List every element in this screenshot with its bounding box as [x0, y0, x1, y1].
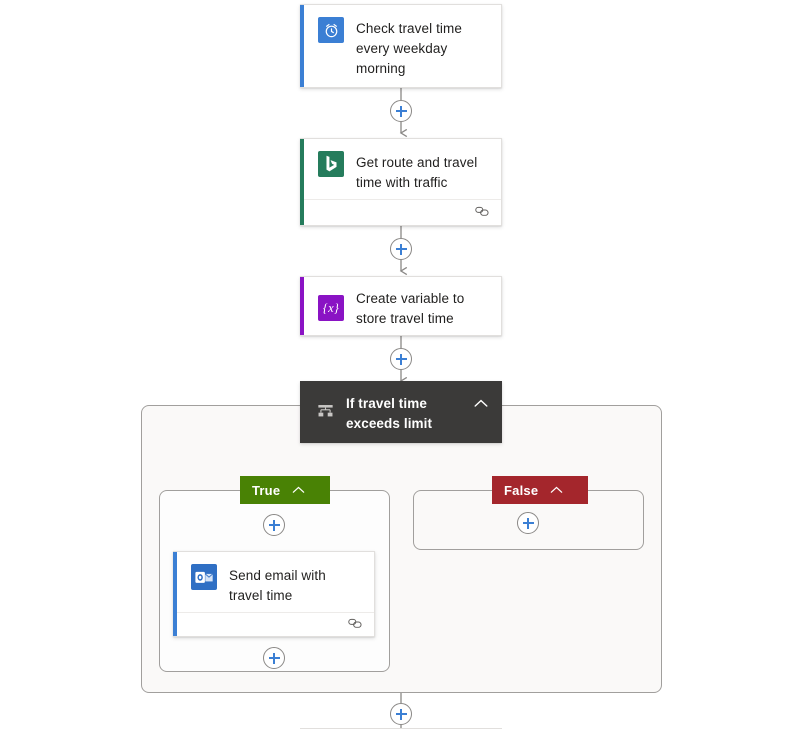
condition-header-if-travel-time-exceeds-limit[interactable]: If travel time exceeds limit [300, 381, 502, 443]
card-accent-bar [300, 277, 304, 335]
action-card-title: Create variable to store travel time [356, 291, 465, 326]
condition-title: If travel time exceeds limit [346, 396, 433, 431]
action-card-title: Get route and travel time with traffic [356, 155, 478, 190]
card-accent-bar [300, 139, 304, 225]
trigger-card-title: Check travel time every weekday morning [356, 21, 462, 76]
add-step-after-condition[interactable] [390, 703, 412, 725]
add-step-true-branch-top[interactable] [263, 514, 285, 536]
action-card-title: Send email with travel time [229, 568, 326, 603]
next-card-partial [300, 728, 502, 730]
chevron-up-icon[interactable] [474, 393, 490, 413]
false-branch-label[interactable]: False [492, 476, 588, 504]
false-branch-text: False [504, 482, 539, 498]
chevron-up-icon[interactable] [292, 486, 308, 494]
add-step-true-branch-bottom[interactable] [263, 647, 285, 669]
bing-maps-icon [318, 151, 344, 177]
connections-link-icon[interactable] [348, 616, 362, 634]
outlook-email-icon [191, 564, 217, 590]
true-branch-text: True [252, 482, 281, 498]
add-step-after-bing-maps[interactable] [390, 238, 412, 260]
trigger-card-check-travel-time[interactable]: Check travel time every weekday morning [300, 4, 502, 88]
condition-branch-icon [314, 393, 336, 425]
card-accent-bar [173, 552, 177, 636]
add-step-false-branch[interactable] [517, 512, 539, 534]
action-card-send-email[interactable]: Send email with travel time [173, 551, 375, 637]
add-step-after-variable[interactable] [390, 348, 412, 370]
add-step-after-trigger[interactable] [390, 100, 412, 122]
card-accent-bar [300, 5, 304, 87]
action-card-create-variable[interactable]: {x} Create variable to store travel time [300, 276, 502, 336]
chevron-up-icon[interactable] [550, 486, 566, 494]
connections-link-icon[interactable] [475, 204, 489, 222]
action-card-get-route[interactable]: Get route and travel time with traffic [300, 138, 502, 226]
alarm-clock-icon [318, 17, 344, 43]
true-branch-label[interactable]: True [240, 476, 330, 504]
variable-braces-icon: {x} [318, 295, 344, 321]
